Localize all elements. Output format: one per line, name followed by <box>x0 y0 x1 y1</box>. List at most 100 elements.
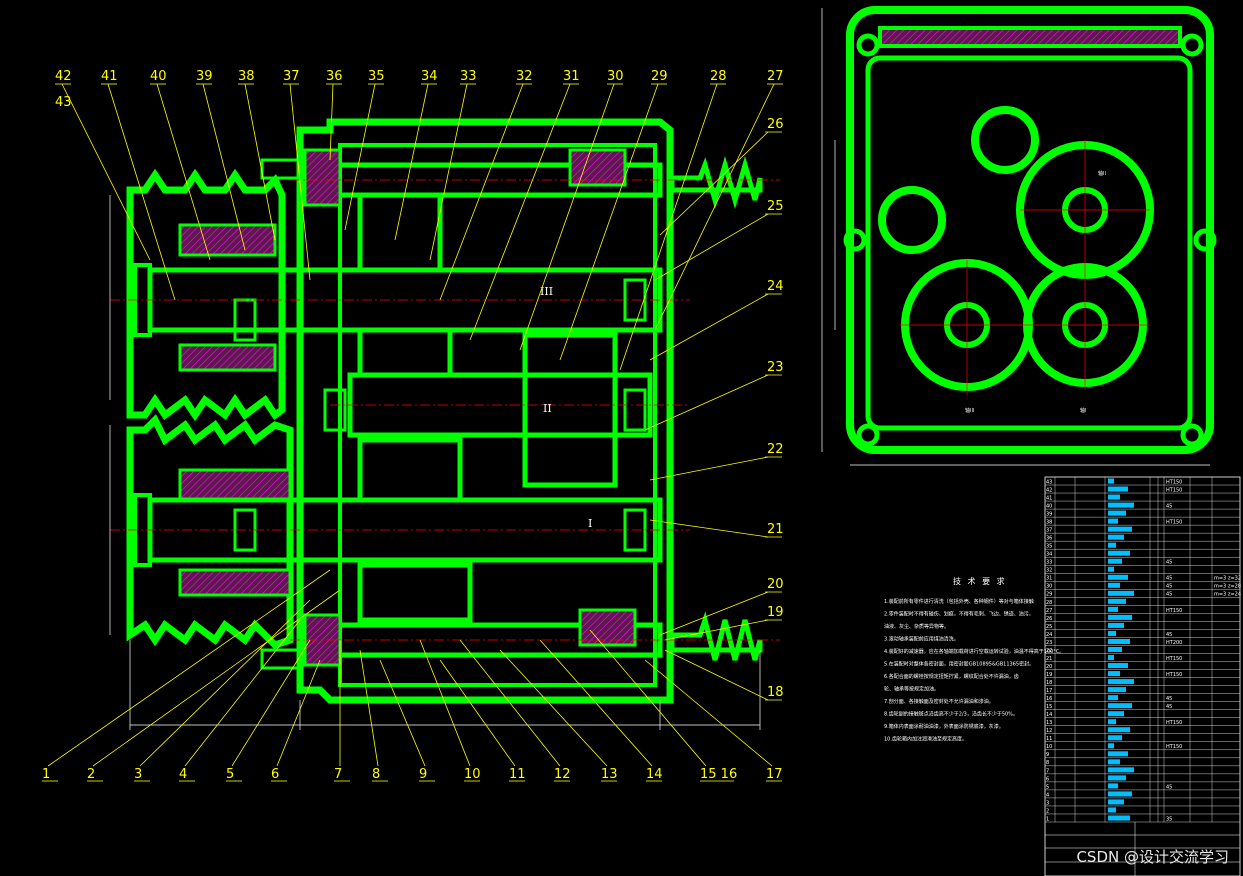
callout-label-right: 26 <box>767 117 784 132</box>
bom-item-number: 7 <box>1046 768 1049 774</box>
bom-part-name <box>1108 799 1124 805</box>
callout-label-top: 41 <box>101 69 118 84</box>
leader-line <box>539 639 653 767</box>
leader-line <box>589 629 707 767</box>
bom-item-number: 42 <box>1046 487 1052 493</box>
side-label-top: 轴II <box>1098 170 1106 177</box>
housing-inner-wall <box>338 143 657 687</box>
pulley-hub-top <box>178 223 277 257</box>
callout-label-right: 19 <box>767 605 784 620</box>
callout-label-bottom: 14 <box>646 767 663 782</box>
bom-part-name <box>1108 598 1126 604</box>
bom-material: 45 <box>1166 560 1172 566</box>
top-pulley <box>126 168 286 422</box>
bom-item-number: 32 <box>1046 568 1052 574</box>
bom-part-name <box>1108 494 1120 500</box>
leader-line <box>654 83 775 331</box>
bom-part-name <box>1108 646 1122 653</box>
bom-part-name <box>1108 590 1134 596</box>
shaft-1-label: I <box>588 517 592 530</box>
small-end-top <box>260 158 304 180</box>
bom-part-name <box>1108 614 1132 620</box>
bom-part-name <box>1108 622 1124 628</box>
callout-label-top: 39 <box>196 69 213 84</box>
bom-item-number: 26 <box>1046 616 1052 622</box>
bom-part-name <box>1108 582 1120 588</box>
callout-label-right: 22 <box>767 442 784 457</box>
leader-line <box>664 649 769 701</box>
bom-material: HT150 <box>1166 487 1182 493</box>
bom-item-number: 10 <box>1046 744 1052 750</box>
leader-line <box>379 659 426 767</box>
bom-material: 45 <box>1166 592 1172 598</box>
callout-label-right: 23 <box>767 360 784 375</box>
bom-part-name <box>1108 518 1118 524</box>
callout-label-top: 33 <box>460 69 477 84</box>
bom-item-number: 13 <box>1046 720 1052 726</box>
leader-line <box>156 83 211 261</box>
dimension-lines <box>109 195 761 730</box>
leader-line <box>654 213 769 281</box>
callout-label-bottom: 2 <box>87 767 95 782</box>
requirement-line: 3.滚动轴承装配前应用煤油清洗。 <box>884 636 959 643</box>
callout-label-top: 29 <box>651 69 668 84</box>
bom-item-number: 40 <box>1046 503 1052 509</box>
callout-label-top: 30 <box>607 69 624 84</box>
callout-label-right: 18 <box>767 685 784 700</box>
bolt-1 <box>856 33 880 57</box>
bom-item-number: 20 <box>1046 664 1052 670</box>
bom-part-name <box>1108 679 1134 685</box>
leader-line <box>439 83 524 301</box>
leader-line <box>419 639 471 767</box>
seal-top-left <box>303 148 342 207</box>
callout-label-top: 34 <box>421 69 438 84</box>
gear-block-lower <box>357 437 463 503</box>
bom-part-name <box>1108 510 1126 516</box>
leader-line <box>92 589 341 767</box>
bom-part-name <box>1108 775 1126 781</box>
leader-line <box>459 639 561 767</box>
callout-label-top: 38 <box>238 69 255 84</box>
bolt-2 <box>1180 33 1204 57</box>
callout-label-top: 35 <box>368 69 385 84</box>
leader-line <box>659 131 769 236</box>
bom-part-name <box>1108 663 1128 669</box>
bom-part-name <box>1108 630 1116 636</box>
callout-label-right: 25 <box>767 199 784 214</box>
center-lines <box>110 179 780 641</box>
bom-material: HT150 <box>1166 608 1182 614</box>
side-label-left: 轴III <box>965 407 974 414</box>
bom-material: HT150 <box>1166 744 1182 750</box>
bom-part-name <box>1108 638 1130 644</box>
requirement-line: 5.在装配时对整体各密封面，用密封胶GB10895&GB11365密封。 <box>884 661 1034 668</box>
gear-block-mid <box>357 327 453 378</box>
callout-label-bottom: 15 16 <box>700 767 737 782</box>
bom-part-name <box>1108 791 1132 797</box>
bom-material: HT150 <box>1166 520 1182 526</box>
callout-label-bottom: 12 <box>554 767 571 782</box>
bom-item-number: 16 <box>1046 696 1052 702</box>
bom-item-number: 18 <box>1046 680 1052 686</box>
callout-label-top: 42 <box>55 69 72 84</box>
bom-item-number: 36 <box>1046 536 1052 542</box>
bolt-5 <box>843 228 867 252</box>
requirement-line: 7.剖分面、各接触面及密封处不允许漏油和渗油。 <box>884 698 994 705</box>
callout-label-top: 31 <box>563 69 580 84</box>
pulley-hub-bottom <box>178 468 292 502</box>
bom-part-name <box>1108 486 1128 492</box>
callout-label-bottom: 3 <box>134 767 142 782</box>
left-idler-gear <box>878 186 946 254</box>
requirement-line: 6.各配合面的螺栓按规定扭矩拧紧，螺纹配合处不许漏油，齿 <box>884 673 1019 680</box>
bom-part-name <box>1108 735 1122 741</box>
bom-note: m=3 z=28 <box>1214 584 1241 590</box>
bom-item-number: 8 <box>1046 760 1049 766</box>
side-view-dims <box>821 8 1210 466</box>
bom-part-name <box>1108 751 1128 757</box>
bom-part-name <box>1108 783 1118 789</box>
bom-item-number: 9 <box>1046 752 1049 758</box>
bom-item-number: 17 <box>1046 688 1052 694</box>
bom-item-number: 2 <box>1046 808 1049 814</box>
bom-material: 45 <box>1166 576 1172 582</box>
